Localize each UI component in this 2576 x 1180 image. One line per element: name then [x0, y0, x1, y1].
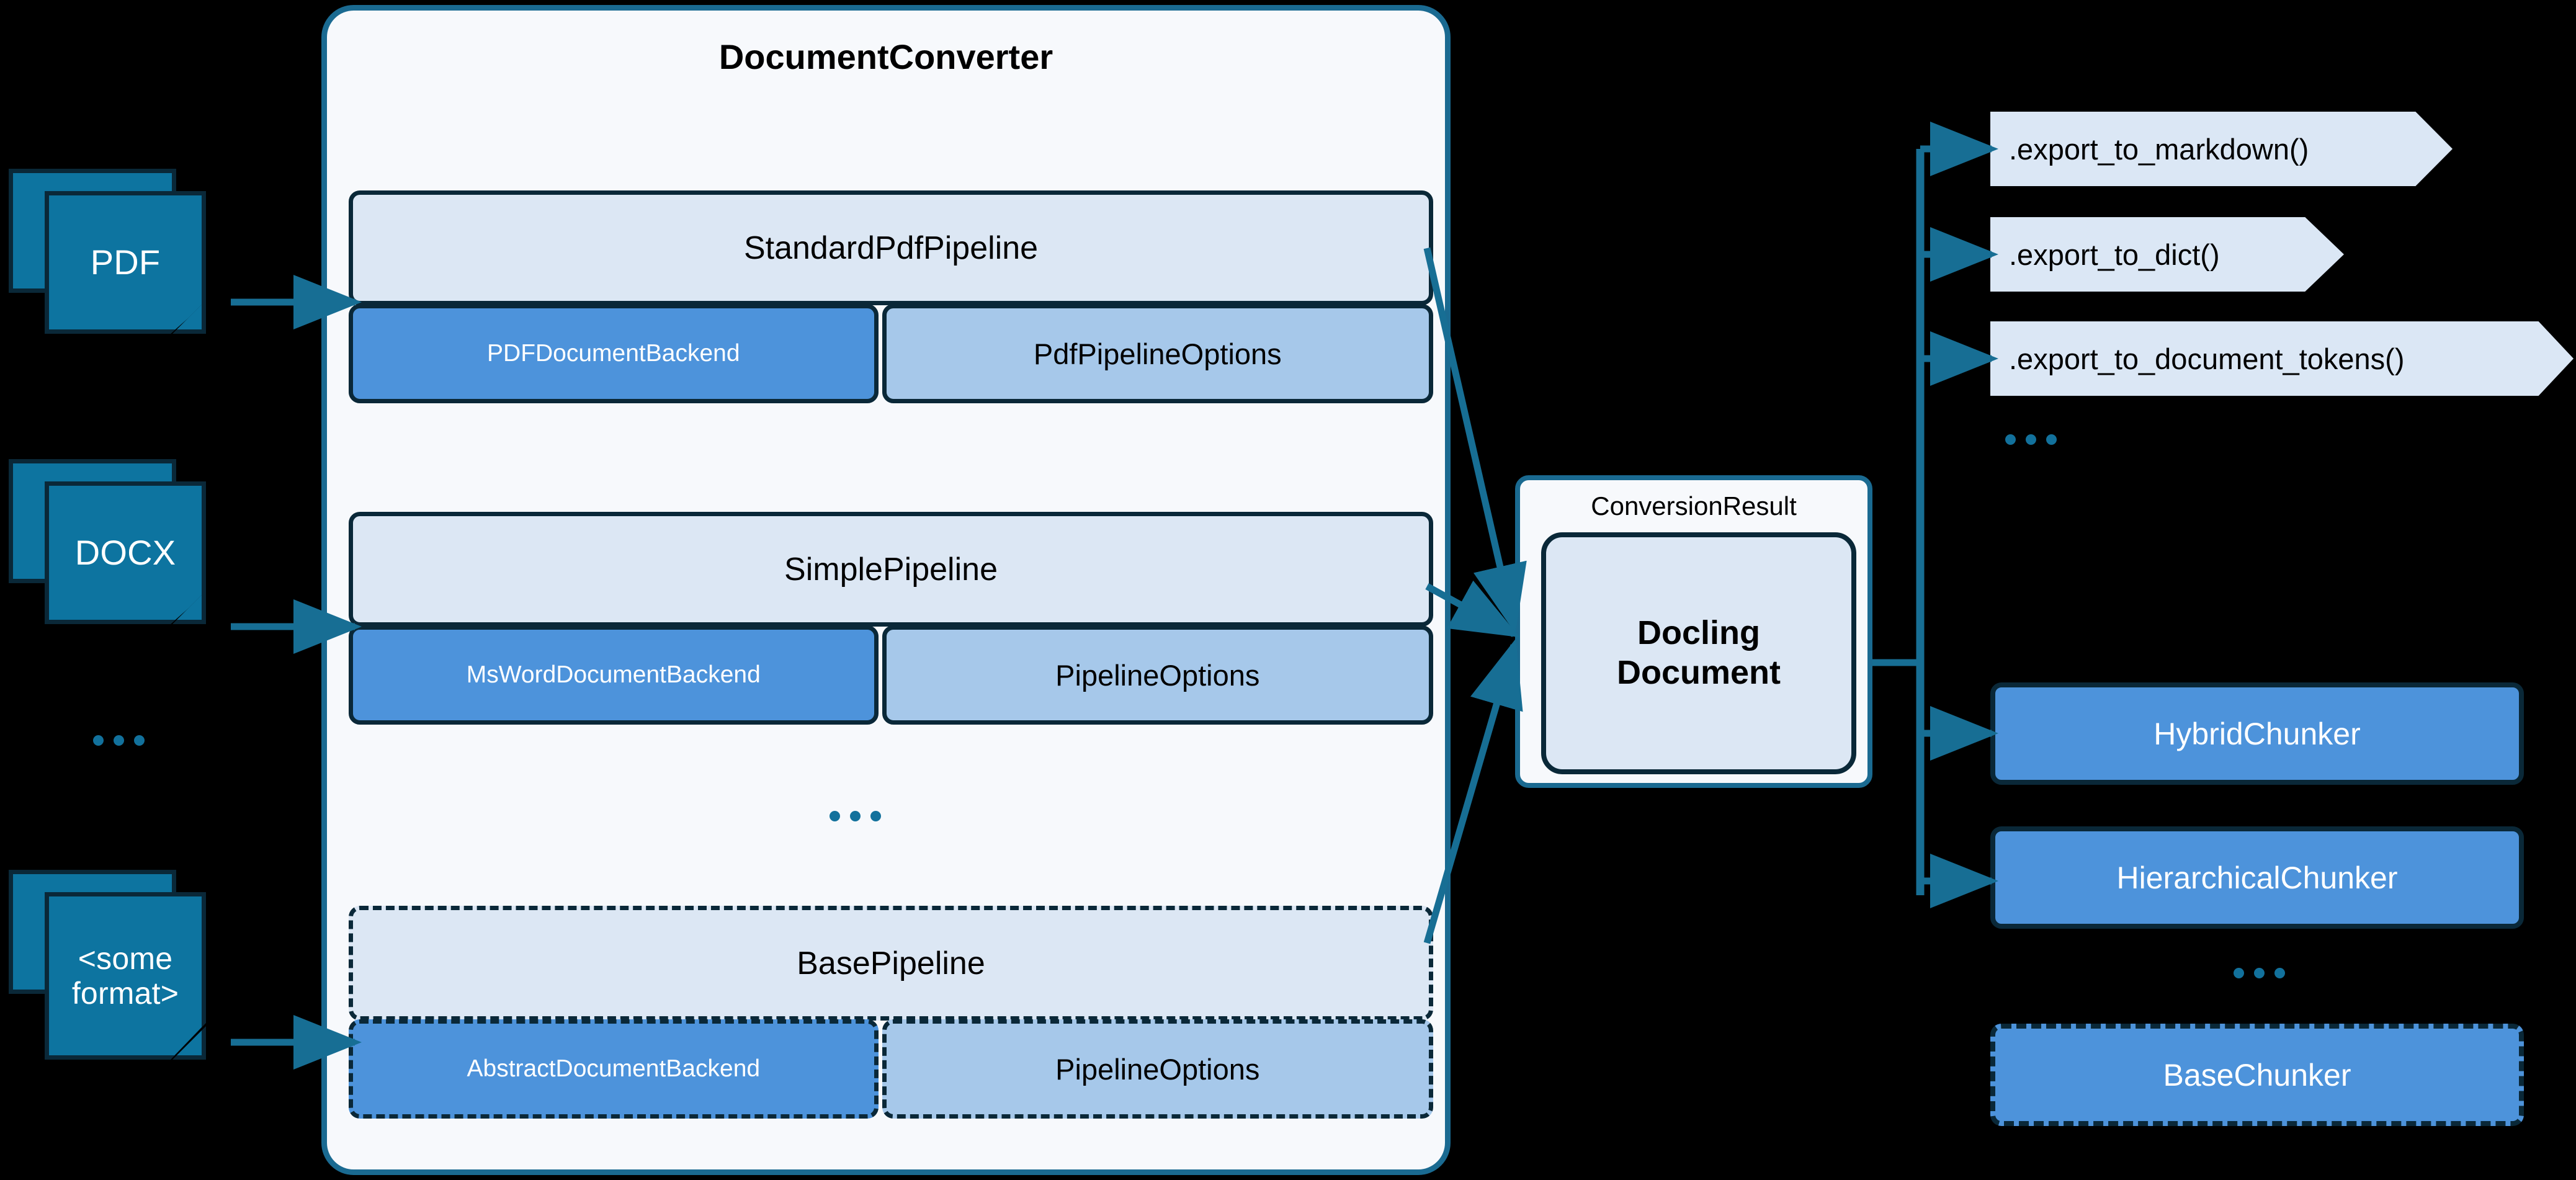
- pipeline-options-box[interactable]: PipelineOptions: [882, 625, 1433, 725]
- pipeline-backend-box[interactable]: MsWordDocumentBackend: [349, 625, 879, 725]
- exports-ellipsis: [2005, 434, 2057, 445]
- input-doc-label: DOCX: [74, 532, 176, 572]
- document-converter-panel[interactable]: DocumentConverter StandardPdfPipeline PD…: [321, 5, 1451, 1175]
- input-doc-label: <some format>: [71, 941, 179, 1011]
- document-converter-title: DocumentConverter: [718, 37, 1053, 76]
- pipeline-options-box[interactable]: PdfPipelineOptions: [882, 304, 1433, 403]
- pipeline-backend-label: AbstractDocumentBackend: [467, 1055, 761, 1082]
- input-ellipsis: [93, 735, 145, 746]
- pipeline-name-box[interactable]: BasePipeline: [349, 906, 1433, 1021]
- pipeline-group-simple[interactable]: SimplePipeline MsWordDocumentBackend Pip…: [349, 512, 1433, 725]
- pipeline-name-label: SimplePipeline: [784, 551, 998, 588]
- pipeline-components-row: MsWordDocumentBackend PipelineOptions: [349, 625, 1433, 725]
- pipeline-backend-label: MsWordDocumentBackend: [466, 661, 761, 688]
- pipeline-backend-box[interactable]: PDFDocumentBackend: [349, 304, 879, 403]
- chunker-label: HybridChunker: [2153, 716, 2361, 751]
- input-doc-docx[interactable]: DOCX: [9, 459, 229, 624]
- pipeline-components-row: AbstractDocumentBackend PipelineOptions: [349, 1019, 1433, 1119]
- chunker-label: BaseChunker: [2163, 1057, 2351, 1093]
- doc-fold-inner-icon: [177, 1030, 202, 1055]
- docling-document-box[interactable]: Docling Document: [1541, 532, 1856, 774]
- pipeline-options-box[interactable]: PipelineOptions: [882, 1019, 1433, 1119]
- chunker-box-base[interactable]: BaseChunker: [1990, 1024, 2524, 1126]
- export-label: .export_to_markdown(): [2009, 132, 2309, 166]
- export-chevron-dict[interactable]: .export_to_dict(): [1990, 217, 2344, 292]
- pipeline-name-box[interactable]: StandardPdfPipeline: [349, 190, 1433, 305]
- pipeline-name-label: StandardPdfPipeline: [743, 230, 1039, 266]
- pipeline-options-label: PipelineOptions: [1055, 1052, 1260, 1086]
- export-label: .export_to_document_tokens(): [2009, 342, 2405, 375]
- docling-document-line1: Docling: [1637, 614, 1760, 652]
- pipeline-group-base[interactable]: BasePipeline AbstractDocumentBackend Pip…: [349, 906, 1433, 1119]
- input-doc-some-format[interactable]: <some format>: [9, 870, 229, 1060]
- conversion-result-panel[interactable]: ConversionResult Docling Document: [1515, 475, 1872, 788]
- pipeline-options-label: PdfPipelineOptions: [1033, 337, 1282, 370]
- chunker-label: HierarchicalChunker: [2116, 860, 2398, 895]
- doc-fold-inner-icon: [177, 595, 202, 620]
- export-chevron-markdown[interactable]: .export_to_markdown(): [1990, 112, 2453, 186]
- converter-ellipsis: [830, 811, 881, 821]
- doc-fold-inner-icon: [177, 305, 202, 329]
- chunker-box-hierarchical[interactable]: HierarchicalChunker: [1990, 826, 2524, 929]
- export-chevron-document-tokens[interactable]: .export_to_document_tokens(): [1990, 321, 2574, 396]
- conversion-result-title: ConversionResult: [1591, 491, 1797, 521]
- docling-document-line2: Document: [1616, 654, 1781, 691]
- pipeline-components-row: PDFDocumentBackend PdfPipelineOptions: [349, 304, 1433, 403]
- input-doc-pdf[interactable]: PDF: [9, 169, 229, 334]
- export-label: .export_to_dict(): [2009, 238, 2220, 271]
- pipeline-name-label: BasePipeline: [797, 945, 985, 981]
- input-doc-label: PDF: [90, 242, 161, 282]
- pipeline-backend-label: PDFDocumentBackend: [487, 340, 740, 367]
- pipeline-group-standard-pdf[interactable]: StandardPdfPipeline PDFDocumentBackend P…: [349, 190, 1433, 403]
- pipeline-backend-box[interactable]: AbstractDocumentBackend: [349, 1019, 879, 1119]
- chunker-box-hybrid[interactable]: HybridChunker: [1990, 682, 2524, 785]
- pipeline-options-label: PipelineOptions: [1055, 658, 1260, 692]
- chunkers-ellipsis: [2234, 968, 2285, 978]
- pipeline-name-box[interactable]: SimplePipeline: [349, 512, 1433, 627]
